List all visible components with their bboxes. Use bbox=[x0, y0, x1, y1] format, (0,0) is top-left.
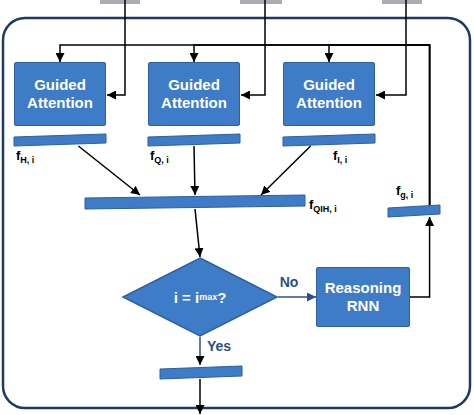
bar-shape bbox=[283, 134, 375, 146]
bar-shape bbox=[388, 205, 440, 217]
feature-label: fI, i bbox=[333, 148, 347, 163]
bar-shape bbox=[85, 195, 305, 209]
attention-box: Guided Attention bbox=[283, 62, 375, 126]
flow-arrow bbox=[194, 146, 195, 195]
bar-outline bbox=[85, 195, 305, 209]
flow-arrow bbox=[78, 146, 140, 195]
input-thumbnail bbox=[382, 0, 422, 4]
bar-outline bbox=[388, 205, 440, 217]
feature-bar: fH, i bbox=[14, 134, 106, 146]
flow-arrow bbox=[261, 146, 311, 195]
module-container bbox=[3, 18, 470, 408]
flow-arrow bbox=[60, 45, 430, 205]
flow-arrow bbox=[195, 209, 200, 257]
bar-outline bbox=[283, 134, 375, 146]
box-text: Guided Attention bbox=[149, 76, 239, 112]
input-arrow bbox=[376, 0, 406, 95]
feature-bar: fQ, i bbox=[148, 134, 240, 146]
input-thumbnail bbox=[240, 0, 282, 4]
box-text: Guided Attention bbox=[15, 76, 105, 112]
box-text: Reasoning RNN bbox=[317, 279, 409, 315]
output-arrow bbox=[199, 379, 201, 414]
diamond-outline bbox=[123, 258, 277, 336]
bar-shape bbox=[14, 134, 106, 146]
decision-text: i = imax ? bbox=[122, 257, 278, 337]
bar-shape bbox=[148, 134, 240, 146]
feature-label: fg, i bbox=[396, 183, 413, 198]
branch-label: Yes bbox=[207, 338, 231, 354]
diamond-shape bbox=[122, 257, 278, 337]
branch-label: No bbox=[280, 274, 299, 290]
box-text: Guided Attention bbox=[284, 76, 374, 112]
flow-arrow bbox=[410, 217, 430, 297]
input-thumbnail bbox=[100, 0, 140, 4]
attention-box: Guided Attention bbox=[148, 62, 240, 126]
bar-outline bbox=[148, 134, 240, 146]
yes-arrow bbox=[199, 337, 201, 365]
decision-diamond: i = imax ? bbox=[122, 257, 278, 337]
flow-arrow bbox=[278, 296, 316, 298]
input-arrow bbox=[107, 0, 125, 95]
feature-label: fQIH, i bbox=[309, 197, 337, 212]
feature-bar: fg, i bbox=[388, 205, 440, 217]
process-box: Reasoning RNN bbox=[316, 267, 410, 327]
bar-outline bbox=[14, 134, 106, 146]
fused-feature-bar: fQIH, i bbox=[85, 195, 305, 209]
feature-label: fH, i bbox=[16, 148, 34, 163]
output-feature-bar bbox=[160, 366, 242, 379]
feature-bar: fI, i bbox=[283, 134, 375, 146]
feature-label: fQ, i bbox=[150, 148, 169, 163]
input-arrow bbox=[241, 0, 265, 95]
attention-box: Guided Attention bbox=[14, 62, 106, 126]
